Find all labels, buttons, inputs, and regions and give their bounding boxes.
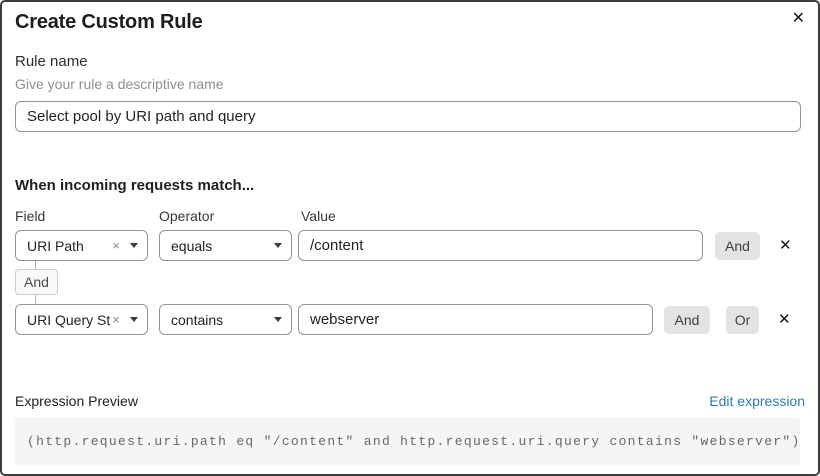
remove-condition-icon[interactable]: ✕ [778, 311, 791, 328]
joiner-line [35, 261, 36, 269]
add-and-condition-button[interactable]: And [664, 305, 710, 334]
value-input[interactable] [298, 230, 703, 261]
operator-select-value: contains [171, 311, 224, 328]
expression-preview-header: Expression Preview Edit expression [15, 393, 805, 409]
edit-expression-link[interactable]: Edit expression [709, 393, 805, 409]
field-select[interactable]: URI Query St... × [15, 304, 148, 335]
rule-name-label: Rule name [15, 53, 88, 70]
value-input[interactable] [298, 304, 653, 335]
operator-select-value: equals [171, 237, 213, 254]
expression-code-block: (http.request.uri.path eq "/content" and… [15, 418, 800, 465]
remove-condition-icon[interactable]: ✕ [779, 237, 792, 254]
match-heading: When incoming requests match... [15, 177, 255, 194]
clear-selection-icon[interactable]: × [112, 238, 120, 253]
caret-down-icon [130, 243, 138, 248]
field-select[interactable]: URI Path × [15, 230, 148, 261]
value-column-label: Value [301, 208, 336, 224]
field-select-value: URI Path [27, 237, 84, 254]
condition-joiner: And [15, 261, 805, 304]
condition-row: URI Query St... × contains And Or ✕ [15, 304, 805, 335]
clear-selection-icon[interactable]: × [112, 312, 120, 327]
joiner-line [35, 295, 36, 304]
column-labels: Field Operator Value [15, 208, 805, 224]
rule-name-helper: Give your rule a descriptive name [15, 76, 224, 92]
condition-row: URI Path × equals And ✕ [15, 230, 805, 261]
close-icon[interactable]: ✕ [791, 10, 805, 27]
rule-name-input[interactable] [15, 101, 801, 132]
field-column-label: Field [15, 208, 46, 224]
caret-down-icon [274, 317, 282, 322]
operator-select[interactable]: contains [159, 304, 292, 335]
caret-down-icon [274, 243, 282, 248]
expression-preview-label: Expression Preview [15, 393, 138, 409]
field-select-value: URI Query St... [27, 311, 111, 328]
caret-down-icon [130, 317, 138, 322]
operator-column-label: Operator [159, 208, 215, 224]
operator-select[interactable]: equals [159, 230, 292, 261]
add-and-condition-button[interactable]: And [715, 231, 760, 260]
dialog-title: Create Custom Rule [15, 11, 203, 33]
add-or-condition-button[interactable]: Or [726, 305, 759, 334]
and-joiner-badge[interactable]: And [15, 269, 58, 295]
